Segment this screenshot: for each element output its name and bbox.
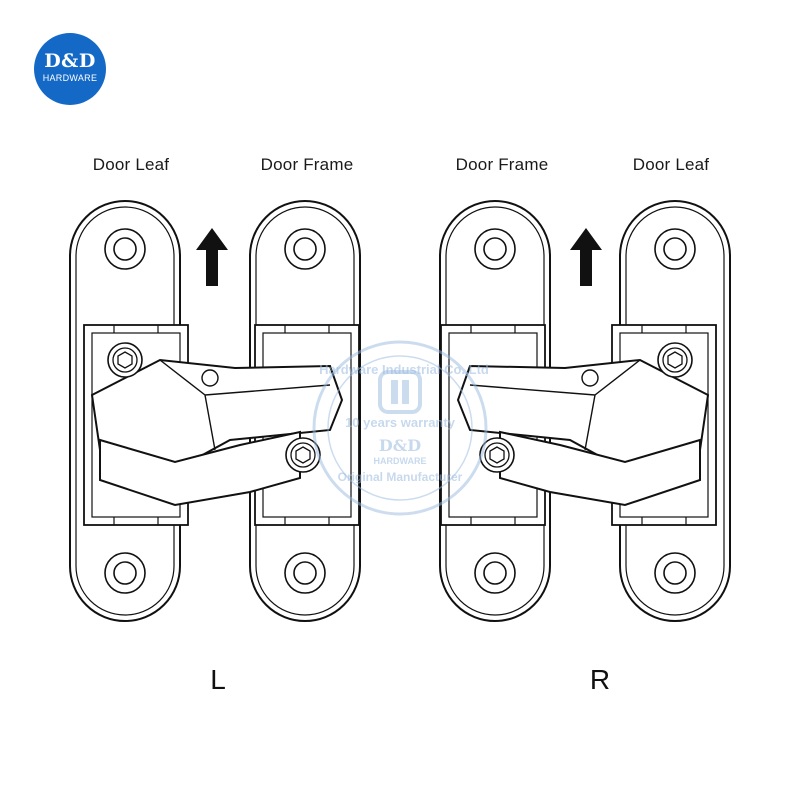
left-hinge-arm-lower (99, 430, 301, 507)
arrow-up-icon (196, 228, 228, 286)
logo-sub-text: HARDWARE (42, 73, 98, 83)
logo-brand-text: D&D (44, 50, 96, 72)
watermark-middle-text: 10 years warranty (345, 415, 455, 430)
watermark-brand-text: D&D (378, 436, 422, 455)
right-hinge (439, 200, 731, 622)
screw-head-icon (657, 342, 693, 378)
arrow-up-icon (570, 228, 602, 286)
brand-logo: D&D HARDWARE (34, 33, 106, 105)
screw-head-icon (107, 342, 143, 378)
label-left-door-leaf: Door Leaf (92, 155, 170, 174)
watermark-sub-text: HARDWARE (373, 456, 427, 466)
side-label-right: R (589, 664, 611, 695)
side-label-left: L (210, 664, 226, 695)
right-hinge-arm-lower (499, 430, 701, 507)
label-left-door-frame: Door Frame (260, 155, 354, 174)
left-hinge (69, 200, 361, 622)
watermark-seal (312, 340, 488, 516)
watermark-top-text: Hardware Industrial Co.,Ltd (319, 362, 489, 377)
watermark-bottom-text: Original Manufacturer (337, 470, 463, 484)
label-right-door-leaf: Door Leaf (632, 155, 710, 174)
label-right-door-frame: Door Frame (455, 155, 549, 174)
